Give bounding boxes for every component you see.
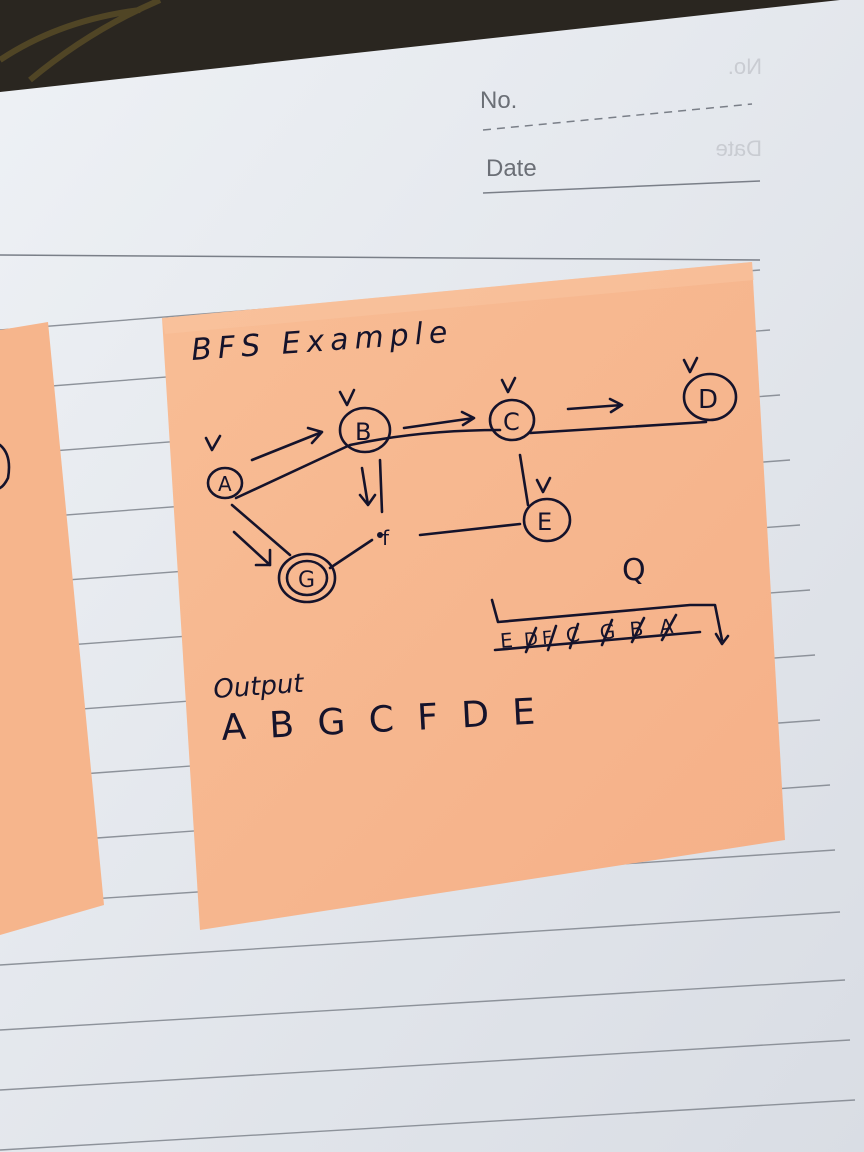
queue-label: Q xyxy=(622,553,646,588)
left-sticky-note xyxy=(0,322,104,935)
edge-a-c xyxy=(234,428,502,500)
graph-node-c: C xyxy=(488,376,536,442)
graph-node-e: E xyxy=(522,476,572,543)
svg-text:G: G xyxy=(298,568,315,593)
output-label: Output xyxy=(212,669,305,705)
graph-nodes: A B C D E f G xyxy=(204,356,738,604)
graph-edges xyxy=(230,397,708,570)
queue-box: Q E D F C G B A xyxy=(490,553,730,654)
svg-text:A: A xyxy=(218,472,232,496)
edge-a-g xyxy=(230,503,292,557)
ghost-date-label: Date xyxy=(716,136,762,161)
queue-item: E xyxy=(499,628,514,653)
edge-g-f xyxy=(328,538,374,570)
svg-text:f: f xyxy=(382,526,390,550)
graph-node-a: A xyxy=(204,434,244,500)
svg-text:D: D xyxy=(698,385,718,415)
edge-c-d-arrow xyxy=(566,397,624,414)
edge-b-f xyxy=(358,458,384,514)
graph-node-b: B xyxy=(338,388,392,454)
edge-f-e xyxy=(418,522,522,537)
edge-c-e xyxy=(518,453,530,507)
graph-node-f: f xyxy=(377,526,390,550)
sticky-note-fold xyxy=(162,262,754,334)
header-date-line xyxy=(482,180,761,194)
graph-node-d: D xyxy=(682,356,738,422)
svg-text:B: B xyxy=(355,418,371,446)
edge-c-d xyxy=(528,420,708,435)
edge-b-c-arrow xyxy=(402,410,476,430)
queue-strikethroughs xyxy=(524,613,678,654)
ghost-no-label: No. xyxy=(728,54,762,79)
sticky-note xyxy=(162,262,785,930)
svg-text:C: C xyxy=(503,408,520,436)
queue-bracket xyxy=(490,598,730,646)
queue-item: A xyxy=(658,614,674,639)
graph-node-g: G xyxy=(277,552,337,604)
svg-text:E: E xyxy=(537,508,552,536)
no-label: No. xyxy=(480,87,517,114)
left-note-bracket xyxy=(0,443,11,490)
date-label: Date xyxy=(486,155,537,182)
edge-a-b-arrow xyxy=(250,426,324,462)
header-rule xyxy=(0,254,761,261)
header-dash-line xyxy=(482,103,753,131)
edge-a-g-arrow xyxy=(232,530,272,567)
